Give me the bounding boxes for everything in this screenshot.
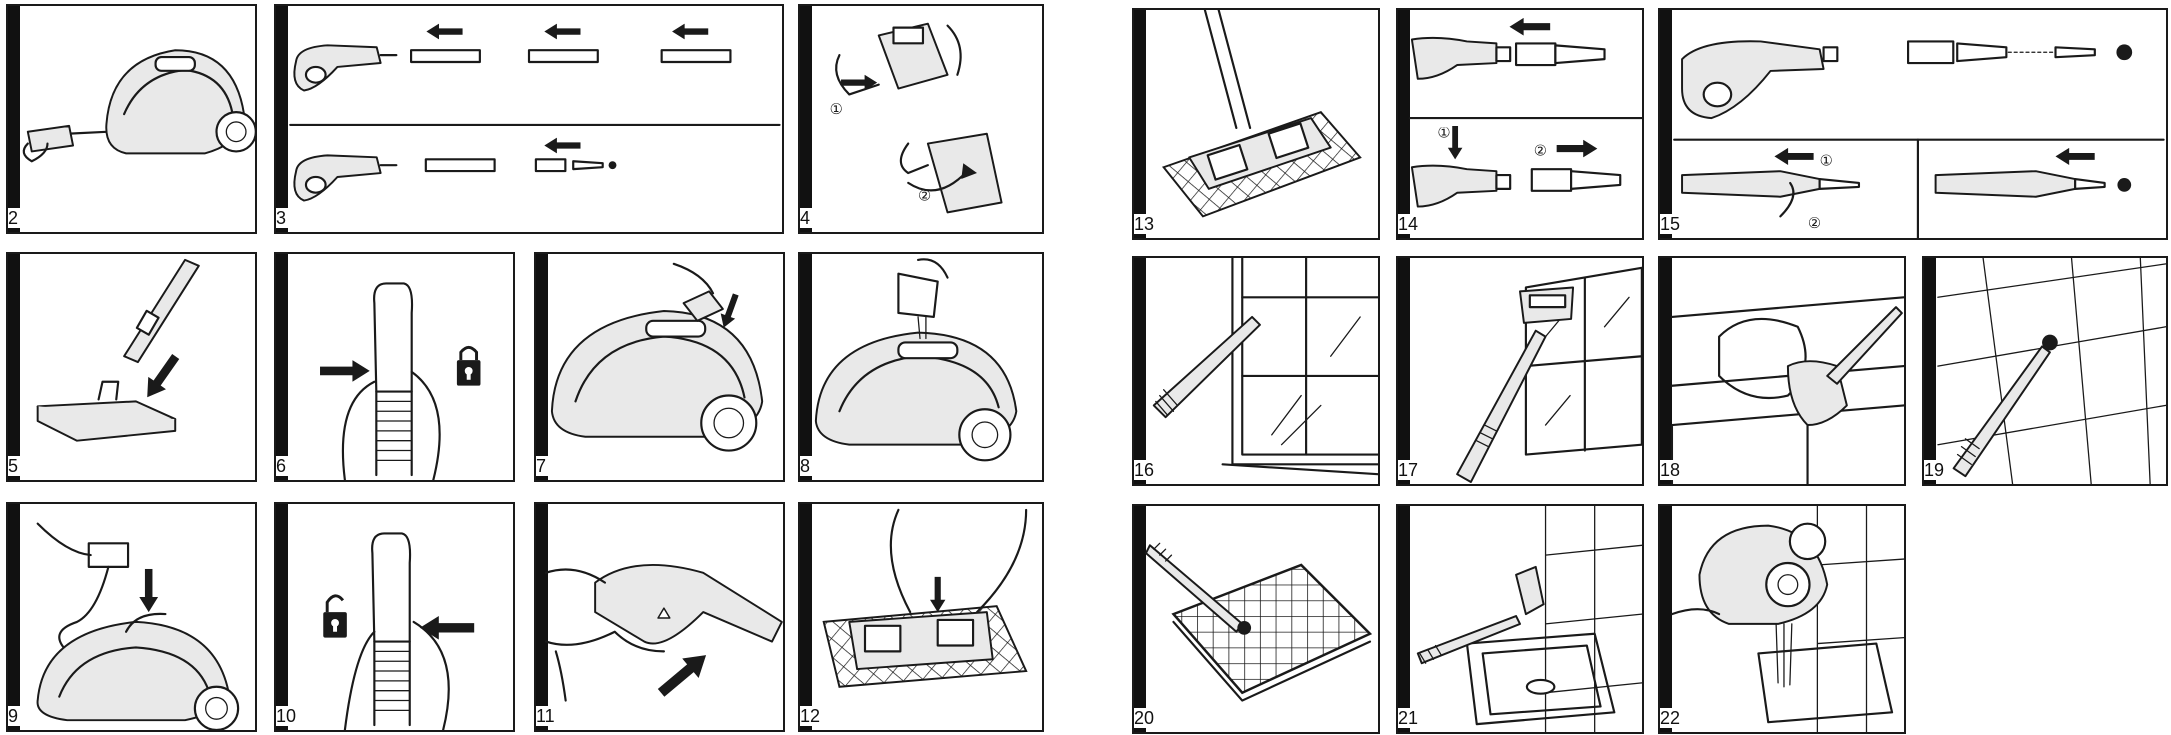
lock-open-icon (323, 594, 347, 638)
fill-water-tank-illustration (814, 258, 1018, 462)
step-panel-2: 2 (6, 4, 257, 234)
step-number: 9 (8, 706, 21, 726)
empty-water-tank-illustration (1670, 506, 1904, 732)
assemble-extension-tubes-illustration (289, 23, 781, 202)
step-panel-13: 13 (1132, 8, 1380, 240)
marker-2: ② (918, 188, 931, 205)
marker-2: ② (1534, 142, 1547, 159)
step-number: 3 (276, 208, 289, 228)
step-panel-9: 9 (6, 502, 257, 732)
step-number: 18 (1660, 460, 1683, 480)
step-number: 12 (800, 706, 823, 726)
step-number: 10 (276, 706, 299, 726)
step-panel-20: 20 (1132, 504, 1380, 734)
plug-in-and-power-on-illustration (36, 522, 240, 730)
step-panel-14: ① ② 14 (1396, 8, 1644, 240)
clean-grill-grate-illustration (1144, 542, 1373, 702)
step-number: 19 (1924, 460, 1947, 480)
step-panel-8: 8 (798, 252, 1044, 482)
step-number: 20 (1134, 708, 1157, 728)
step-number: 4 (800, 208, 813, 228)
step-panel-7: 7 (534, 252, 785, 482)
step-number: 14 (1398, 214, 1421, 234)
step-number: 15 (1660, 214, 1683, 234)
step-number: 13 (1134, 214, 1157, 234)
lock-closed-icon (456, 345, 481, 386)
marker-1: ① (1437, 125, 1450, 142)
step-number: 16 (1134, 460, 1157, 480)
attach-nozzle-and-brushes-illustration: ① ② (1673, 40, 2165, 238)
attach-floor-brush-illustration (36, 258, 200, 442)
step-panel-10: 10 (274, 502, 515, 732)
unlock-handle-illustration (323, 532, 475, 730)
clean-tiles-with-brush-illustration (1937, 258, 2166, 484)
step-panel-3: 3 (274, 4, 784, 234)
clean-windows-illustration (1152, 258, 1378, 476)
step-number: 8 (800, 456, 813, 476)
step-panel-21: 21 (1396, 504, 1644, 734)
press-steam-trigger-illustration (544, 564, 783, 703)
step-panel-6: 6 (274, 252, 515, 482)
step-number: 5 (8, 456, 21, 476)
step-panel-19: 19 (1922, 256, 2168, 486)
fit-cloth-to-brush-illustration (822, 508, 1028, 688)
lock-handle-illustration (320, 282, 481, 480)
step-panel-4: ① ② 4 (798, 4, 1044, 234)
step-panel-17: 17 (1396, 256, 1644, 486)
step-number: 2 (8, 208, 21, 228)
floor-cleaning-with-cloth-illustration (1161, 10, 1362, 218)
marker-2: ② (1808, 215, 1821, 232)
step-panel-16: 16 (1132, 256, 1380, 486)
window-squeegee-illustration (1456, 266, 1642, 484)
step-panel-11: 11 (534, 502, 785, 732)
step-panel-15: ① ② 15 (1658, 8, 2168, 240)
step-number: 22 (1660, 708, 1683, 728)
step-panel-5: 5 (6, 252, 257, 482)
step-panel-22: 22 (1658, 504, 1906, 734)
step-panel-12: 12 (798, 502, 1044, 732)
insert-hose-into-unit-illustration (550, 262, 764, 452)
step-number: 6 (276, 456, 289, 476)
step-number: 11 (536, 706, 557, 726)
step-number: 17 (1398, 460, 1421, 480)
step-panel-18: 18 (1658, 256, 1906, 486)
step-number: 21 (1398, 708, 1421, 728)
steam-cleaner-connect-hose-illustration (22, 49, 255, 163)
attach-concentrator-nozzle-illustration: ① ② (1408, 17, 1642, 208)
step-number: 7 (536, 456, 549, 476)
marker-1: ① (830, 101, 843, 118)
clean-sink-illustration (1416, 506, 1642, 732)
attach-floor-brush-cloth-illustration: ① ② (830, 22, 1003, 214)
marker-1: ① (1820, 152, 1833, 169)
clean-upholstery-illustration (1670, 296, 1904, 484)
